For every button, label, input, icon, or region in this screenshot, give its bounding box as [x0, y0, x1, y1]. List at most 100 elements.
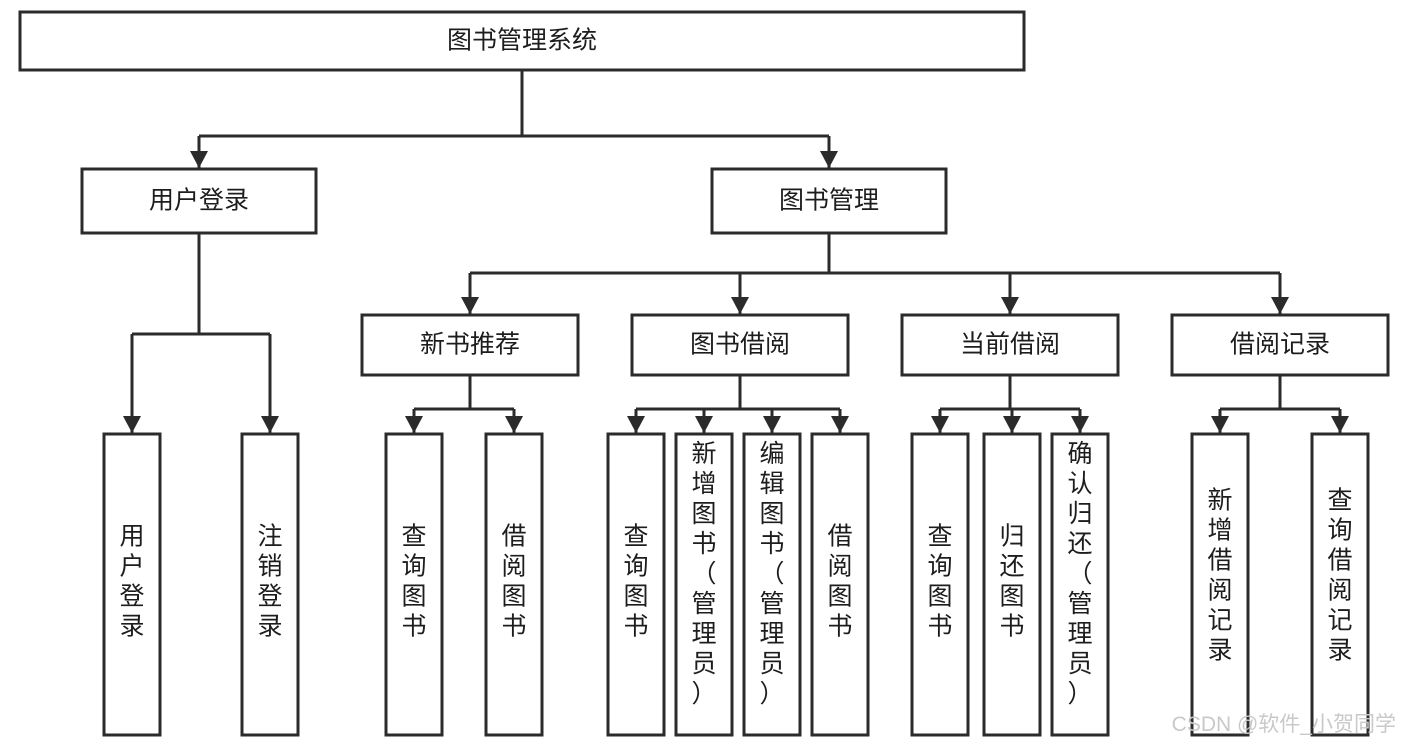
arrow-head	[695, 416, 713, 433]
node-leaf-borrow-book-rec-label-char: 借	[501, 523, 526, 551]
node-leaf-borrow-book-rec-label-char: 图	[501, 583, 526, 611]
node-leaf-add-book[interactable]	[674, 432, 734, 737]
arrow-head	[190, 151, 208, 168]
node-borrow-record-rect	[1170, 313, 1390, 377]
node-book-manage[interactable]	[710, 167, 948, 235]
node-leaf-query-book-rec-label-char: 询	[401, 553, 426, 581]
node-leaf-edit-book[interactable]	[742, 432, 802, 737]
node-leaf-add-book-label-char: 新	[691, 440, 716, 468]
node-leaf-add-record-rect	[1190, 432, 1250, 737]
node-leaf-query-record-label-char: 录	[1327, 637, 1352, 665]
node-leaf-query-book-rec-rect	[384, 432, 444, 737]
arrow-head	[1001, 297, 1019, 314]
node-current-borrow-label: 当前借阅	[960, 331, 1060, 359]
node-leaf-query-record[interactable]	[1310, 432, 1370, 737]
node-leaf-confirm-return-label-char: （	[1067, 560, 1092, 588]
node-leaf-return-book-label-char: 还	[999, 553, 1024, 581]
node-leaf-query-record-label-char: 阅	[1327, 577, 1352, 605]
node-leaf-add-record-label-char: 借	[1207, 547, 1232, 575]
arrow-head	[931, 416, 949, 433]
node-user-login-label: 用户登录	[149, 187, 249, 215]
node-leaf-borrow-book-rect	[810, 432, 870, 737]
node-leaf-logout-label-char: 登	[257, 583, 282, 611]
node-book-manage-label: 图书管理	[779, 187, 879, 215]
node-leaf-user-login-label: 用户登录	[119, 523, 144, 641]
node-leaf-query-book-rec[interactable]	[384, 432, 444, 737]
arrow-head	[831, 416, 849, 433]
node-leaf-add-book-rect	[674, 432, 734, 737]
node-book-borrow-label: 图书借阅	[690, 331, 790, 359]
node-leaf-logout-label-char: 注	[257, 523, 282, 551]
node-leaf-confirm-return[interactable]	[1050, 432, 1110, 737]
node-leaf-add-record[interactable]	[1190, 432, 1250, 737]
arrow-head	[763, 416, 781, 433]
node-leaf-query-book-cur-rect	[910, 432, 970, 737]
node-borrow-record[interactable]	[1170, 313, 1390, 377]
node-leaf-logout-rect	[240, 432, 300, 737]
node-leaf-query-book-cur-label-char: 图	[927, 583, 952, 611]
node-leaf-query-book-label-char: 书	[623, 613, 648, 641]
node-leaf-logout-label-char: 销	[257, 553, 282, 581]
node-leaf-query-book-label-char: 查	[623, 523, 648, 551]
node-leaf-edit-book-label-char: 管	[759, 590, 784, 618]
node-leaf-add-book-label-char: （	[691, 560, 716, 588]
node-leaf-logout[interactable]	[240, 432, 300, 737]
node-leaf-edit-book-label-char: 编	[759, 440, 784, 468]
node-book-borrow[interactable]	[630, 313, 850, 377]
node-leaf-confirm-return-label-char: 认	[1067, 470, 1092, 498]
node-leaf-query-book-cur[interactable]	[910, 432, 970, 737]
arrow-head	[1211, 416, 1229, 433]
node-user-login-rect	[80, 167, 318, 235]
node-leaf-borrow-book-rec[interactable]	[484, 432, 544, 737]
node-leaf-query-book-cur-label-char: 询	[927, 553, 952, 581]
node-leaf-query-book-cur-label-char: 书	[927, 613, 952, 641]
node-current-borrow-rect	[900, 313, 1120, 377]
node-leaf-user-login-label-char: 户	[119, 553, 144, 581]
arrow-head	[1331, 416, 1349, 433]
node-leaf-user-login[interactable]	[102, 432, 162, 737]
node-leaf-add-record-label-char: 新	[1207, 487, 1232, 515]
node-current-borrow[interactable]	[900, 313, 1120, 377]
node-leaf-borrow-book[interactable]	[810, 432, 870, 737]
node-leaf-edit-book-label-char: 员	[759, 650, 784, 678]
node-leaf-confirm-return-label-char: 归	[1067, 500, 1092, 528]
node-leaf-edit-book-rect	[742, 432, 802, 737]
node-new-book-rec-label: 新书推荐	[420, 331, 520, 359]
node-leaf-confirm-return-rect	[1050, 432, 1110, 737]
node-leaf-add-record-label-char: 增	[1207, 517, 1232, 545]
node-leaf-edit-book-label-char: 辑	[759, 470, 784, 498]
node-leaf-query-record-label-char: 借	[1327, 547, 1352, 575]
node-leaf-query-book-rec-label-char: 查	[401, 523, 426, 551]
node-leaf-return-book[interactable]	[982, 432, 1042, 737]
node-leaf-borrow-book-label-char: 图	[827, 583, 852, 611]
node-leaf-query-book-rec-label-char: 图	[401, 583, 426, 611]
node-user-login[interactable]	[80, 167, 318, 235]
node-leaf-confirm-return-label-char: 管	[1067, 590, 1092, 618]
arrow-head	[1271, 297, 1289, 314]
node-leaf-borrow-book-rec-label-char: 阅	[501, 553, 526, 581]
node-leaf-add-record-label-char: 记	[1207, 607, 1232, 635]
node-leaf-query-book-rect	[606, 432, 666, 737]
node-leaf-borrow-book-rec-label-char: 书	[501, 613, 526, 641]
node-leaf-user-login-label-char: 用	[119, 523, 144, 551]
node-leaf-query-book[interactable]	[606, 432, 666, 737]
connector-layer	[123, 70, 1349, 433]
arrow-head	[1003, 416, 1021, 433]
node-leaf-add-book-label-char: 增	[691, 470, 716, 498]
node-new-book-rec[interactable]	[360, 313, 580, 377]
node-leaf-borrow-book-label-char: 阅	[827, 553, 852, 581]
node-leaf-confirm-return-label-char: 理	[1067, 620, 1092, 648]
node-root[interactable]	[18, 10, 1026, 72]
node-leaf-edit-book-label-char: （	[759, 560, 784, 588]
arrow-head	[405, 416, 423, 433]
node-leaf-user-login-rect	[102, 432, 162, 737]
arrow-head	[505, 416, 523, 433]
node-leaf-confirm-return-label-char: 员	[1067, 650, 1092, 678]
